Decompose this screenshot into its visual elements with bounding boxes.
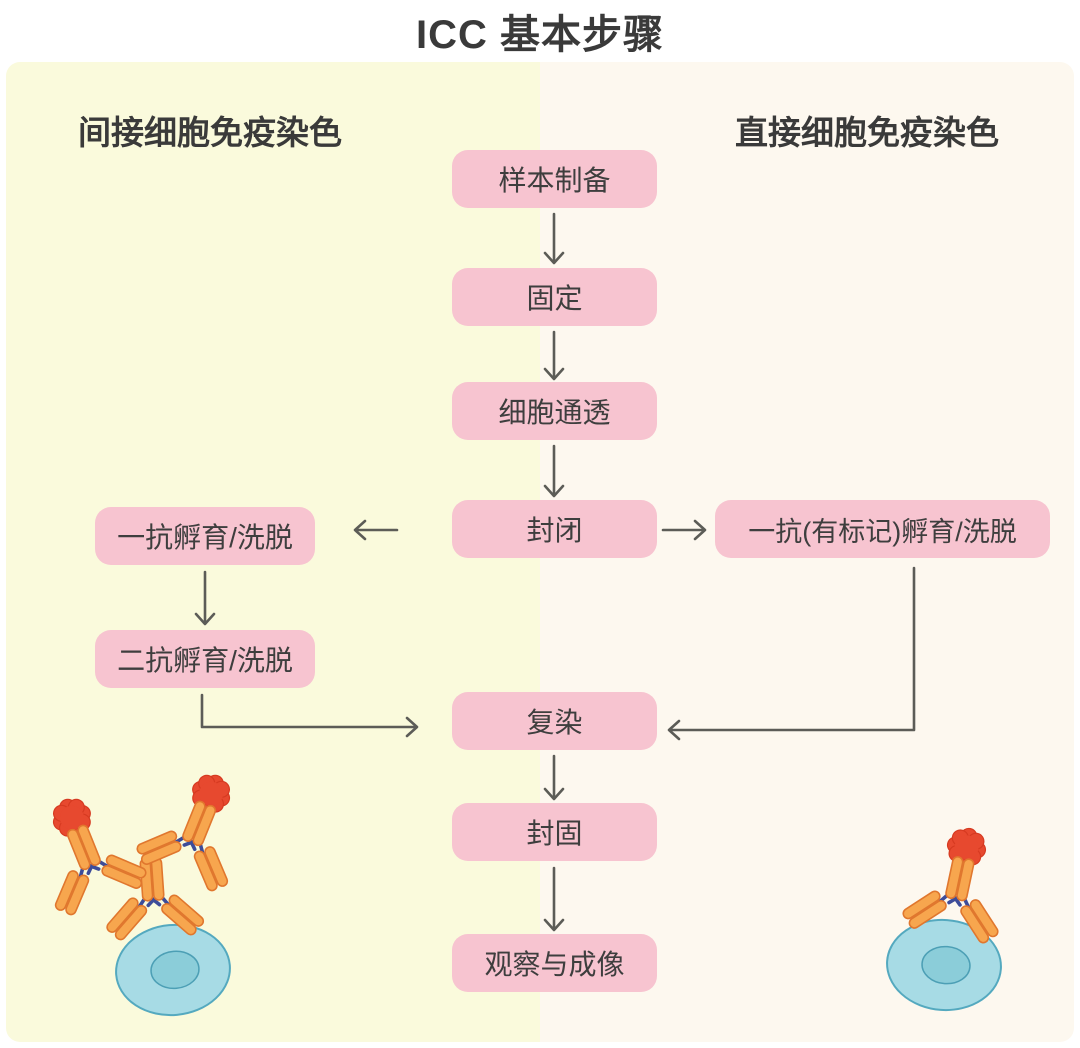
step-primary-incubation: 一抗孵育/洗脱 xyxy=(95,507,315,565)
step-sample-preparation: 样本制备 xyxy=(452,150,657,208)
step-imaging: 观察与成像 xyxy=(452,934,657,992)
page-title: ICC 基本步骤 xyxy=(416,13,664,57)
step-permeabilization: 细胞通透 xyxy=(452,382,657,440)
step-mounting: 封固 xyxy=(452,803,657,861)
step-counterstain: 复染 xyxy=(452,692,657,750)
step-secondary-incubation: 二抗孵育/洗脱 xyxy=(95,630,315,688)
step-fixation: 固定 xyxy=(452,268,657,326)
step-labeled-primary-incubation: 一抗(有标记)孵育/洗脱 xyxy=(715,500,1050,558)
direct-branch-label: 直接细胞免疫染色 xyxy=(735,114,999,151)
indirect-branch-label: 间接细胞免疫染色 xyxy=(78,114,342,151)
step-blocking: 封闭 xyxy=(452,500,657,558)
